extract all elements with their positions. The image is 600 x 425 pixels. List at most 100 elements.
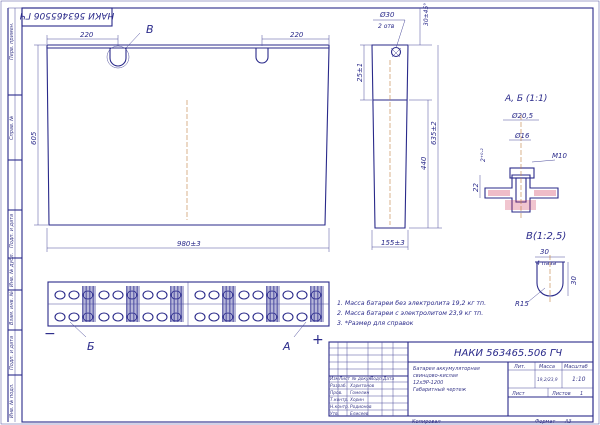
copied-label: Копировал xyxy=(412,419,441,425)
strip-label-1: Справ. № xyxy=(9,116,15,140)
sheets-label: Листов xyxy=(551,391,571,397)
front-slot-left xyxy=(109,48,127,67)
dim-top-right: 220 xyxy=(290,31,304,39)
format-value: А3 xyxy=(564,419,572,425)
vent-rib xyxy=(83,286,85,322)
dim-25: 25±1 xyxy=(356,63,364,82)
vent-rib xyxy=(179,286,181,322)
vent-rib xyxy=(267,286,269,322)
cell-cap xyxy=(156,312,168,322)
vent-rib xyxy=(171,286,173,322)
dim-16: Ø16 xyxy=(514,132,530,140)
vent-rib xyxy=(224,286,226,322)
vent-rib xyxy=(130,286,131,322)
vent-rib xyxy=(273,286,274,322)
label-a: А xyxy=(282,340,291,353)
vent-rib xyxy=(318,286,320,322)
hdr-list: Лист xyxy=(338,376,350,382)
vent-rib xyxy=(94,286,96,322)
vent-rib xyxy=(90,286,92,322)
role-3: Н.контр. xyxy=(330,404,349,410)
minus-sign: − xyxy=(44,326,56,342)
vent-rib xyxy=(231,286,233,322)
dim-205: Ø20,5 xyxy=(511,112,534,120)
cell-cap xyxy=(296,290,308,300)
front-slot-right xyxy=(255,48,269,64)
plus-sign: + xyxy=(312,332,324,348)
title-name-1: Батарея аккумуляторная xyxy=(413,366,480,372)
vent-rib xyxy=(128,286,130,322)
vent-rib xyxy=(127,286,129,322)
mass-value: 19,2/23,9 xyxy=(537,377,558,383)
title-name-4: Габаритный чертеж xyxy=(413,387,467,393)
name-0: Харитонов xyxy=(349,383,375,389)
cell-cap xyxy=(238,312,250,322)
strip-label-2: Подп. и дата xyxy=(9,214,15,248)
name-1: Гомелин xyxy=(350,390,369,396)
dim-440: 440 xyxy=(420,156,428,170)
cell-cap xyxy=(54,290,66,300)
dim-top-left: 220 xyxy=(80,31,94,39)
title-block xyxy=(328,341,594,417)
vent-rib xyxy=(82,286,83,322)
cell-cap xyxy=(142,312,154,322)
cell-cap xyxy=(194,290,206,300)
format-label: Формат xyxy=(535,419,556,425)
vent-rib xyxy=(175,286,177,322)
strip-label-6: Инв. № подл. xyxy=(9,384,15,419)
vent-rib xyxy=(277,286,278,322)
hdr-data: Дата xyxy=(382,376,394,382)
cell-cap xyxy=(98,290,110,300)
front-view-body xyxy=(46,47,330,226)
front-view: 220 220 В 605 980±3 xyxy=(30,23,330,252)
cell-cap xyxy=(112,290,124,300)
vent-rib xyxy=(233,286,234,322)
vent-rib xyxy=(89,286,90,322)
terminal-body xyxy=(484,174,559,213)
side-view-body xyxy=(371,44,409,229)
dim-holes-count: 2 отв xyxy=(378,23,395,30)
plan-view xyxy=(47,281,330,327)
sheet-label: Лист xyxy=(511,391,526,397)
vent-rib xyxy=(317,286,318,322)
cell-cap xyxy=(54,312,66,322)
vent-rib xyxy=(315,286,317,322)
dim-m10: М10 xyxy=(552,152,567,160)
dim-2: 2⁺⁰·² xyxy=(480,148,487,162)
strip-label-4: Взам. инв. № xyxy=(9,291,15,325)
vent-rib xyxy=(87,286,89,322)
vent-rib xyxy=(270,286,271,322)
vent-rib xyxy=(182,286,184,322)
vent-rib xyxy=(178,286,180,322)
vent-rib xyxy=(222,286,223,322)
cell-cap xyxy=(194,312,206,322)
vent-rib xyxy=(311,286,313,322)
note-1: 1. Масса батареи без электролита 19,2 кг… xyxy=(337,299,486,307)
vent-rib xyxy=(172,286,174,322)
cell-cap xyxy=(156,290,168,300)
role-1: Пров. xyxy=(330,390,343,396)
vent-rib xyxy=(322,286,324,322)
note-3: 3. *Размер для справок xyxy=(337,320,414,327)
vent-rib xyxy=(181,286,182,322)
cell-cap xyxy=(238,290,250,300)
dim-22: 22 xyxy=(472,183,480,192)
cell-cap xyxy=(282,290,294,300)
vent-rib xyxy=(227,286,229,322)
strip-label-3: Инв. № дубл. xyxy=(9,253,15,287)
vent-rib xyxy=(138,286,140,322)
cell-cap xyxy=(68,290,80,300)
dim-635: 635±2 xyxy=(430,121,438,145)
detail-ab-title: А, Б (1:1) xyxy=(504,94,547,104)
vent-rib xyxy=(271,286,273,322)
cell-cap xyxy=(68,312,80,322)
title-designation: НАКИ 563465.506 ГЧ xyxy=(454,348,562,359)
cell-cap xyxy=(112,312,124,322)
vent-rib xyxy=(91,286,93,322)
strip-label-5: Подп. и дата xyxy=(9,336,15,370)
cell-cap xyxy=(208,290,220,300)
dim-4-paza: 4 паза xyxy=(536,260,557,267)
strip-label-0: Перв. примен. xyxy=(9,22,15,60)
